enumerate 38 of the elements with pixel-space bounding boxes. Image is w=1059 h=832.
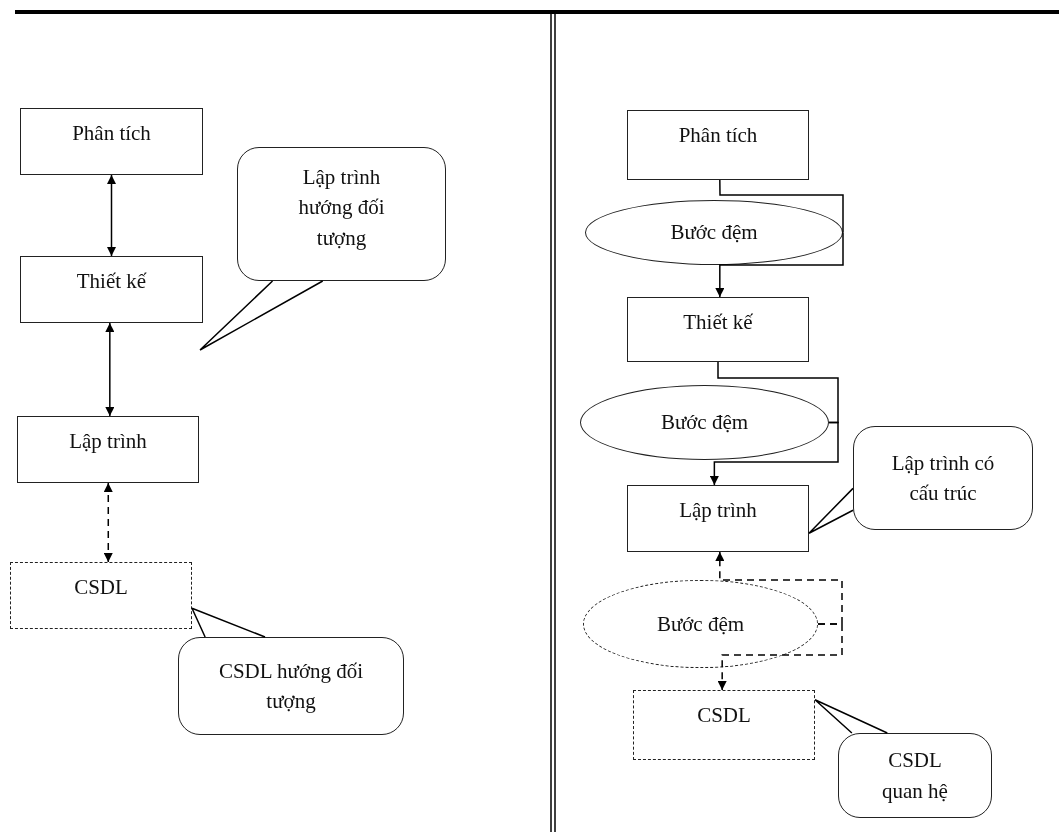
arrow	[103, 482, 113, 563]
callout-text: CSDL quan hệ	[881, 747, 949, 805]
node-label: CSDL	[74, 575, 128, 600]
arrow	[709, 421, 839, 486]
node-label: Phân tích	[678, 123, 758, 148]
callout-text: Lập trình có cấu trúc	[890, 449, 996, 507]
callout-text: CSDL hướng đối tượng	[217, 657, 365, 715]
process-box	[627, 297, 809, 362]
speech-bubble	[853, 426, 1033, 530]
process-box	[20, 256, 203, 323]
node-label: Thiết kế	[76, 269, 147, 294]
arrow	[107, 174, 116, 257]
node-label: CSDL	[697, 703, 751, 728]
node-label: Bước đệm	[660, 410, 749, 435]
process-box	[627, 110, 809, 180]
callout-pointer	[191, 607, 266, 638]
process-box	[17, 416, 199, 483]
process-box	[10, 562, 192, 629]
callout-pointer	[808, 487, 854, 534]
speech-bubble	[838, 733, 992, 818]
speech-bubble	[178, 637, 404, 735]
arrow	[715, 551, 843, 625]
arrow	[715, 231, 844, 298]
callout-pointer	[199, 280, 324, 351]
process-box	[627, 485, 809, 552]
node-label: Phân tích	[72, 121, 151, 146]
process-box	[20, 108, 203, 175]
node-label: Thiết kế	[683, 310, 753, 335]
speech-bubble	[237, 147, 446, 281]
arrow	[717, 623, 843, 691]
node-label: Lập trình	[679, 498, 757, 523]
arrow	[105, 322, 115, 417]
node-label: Bước đệm	[656, 611, 745, 637]
node-label: Lập trình	[69, 429, 147, 454]
callout-text: Lập trình hướng đối tượng	[297, 164, 386, 252]
node-label: Bước đệm	[670, 220, 758, 245]
callout-pointer	[814, 699, 889, 734]
process-box	[633, 690, 815, 760]
